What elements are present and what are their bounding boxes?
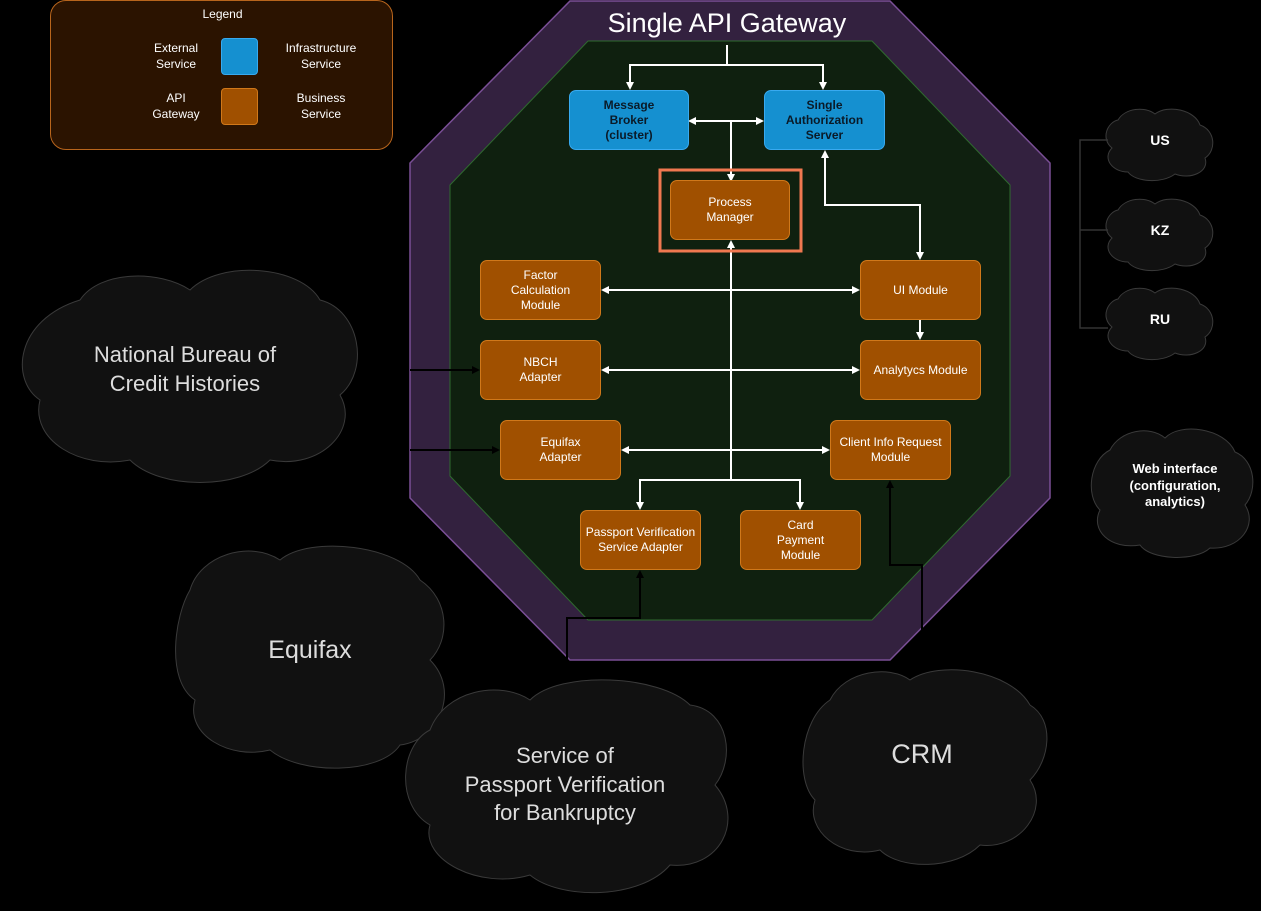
- external-connectors: [410, 366, 923, 660]
- regions-bracket: [1079, 139, 1108, 329]
- nbch-adapter-box[interactable]: NBCH Adapter: [480, 340, 601, 400]
- cloud-crm: [802, 669, 1048, 865]
- client-info-request-box[interactable]: Client Info Request Module: [830, 420, 951, 480]
- cloud-nbch: [21, 269, 358, 483]
- cloud-passport: [405, 679, 729, 894]
- nbch-label: National Bureau of Credit Histories: [93, 342, 277, 396]
- card-payment-box[interactable]: Card Payment Module: [740, 510, 861, 570]
- cloud-kz: [1105, 198, 1214, 271]
- cloud-us: [1105, 108, 1214, 181]
- legend-business-swatch: [221, 88, 258, 125]
- cloud-web-interface: [1090, 428, 1254, 558]
- crm-label: CRM: [891, 739, 953, 770]
- passport-adapter-box[interactable]: Passport Verification Service Adapter: [580, 510, 701, 570]
- equifax-label: Equifax: [268, 635, 352, 664]
- analytics-module-box[interactable]: Analytycs Module: [860, 340, 981, 400]
- cloud-ru: [1105, 287, 1214, 360]
- legend-api-gateway-label: API Gateway: [152, 91, 200, 121]
- legend: Legend External Service API Gateway Infr…: [50, 0, 393, 150]
- region-us-label: US: [1150, 131, 1170, 148]
- factor-calculation-box[interactable]: Factor Calculation Module: [480, 260, 601, 320]
- legend-external-service-label: External Service: [153, 41, 199, 71]
- web-interface-label: Web interface (configuration, analytics): [1129, 460, 1221, 510]
- gateway-title: Single API Gateway: [607, 8, 847, 39]
- legend-title: Legend: [202, 7, 243, 22]
- connectors: [601, 45, 924, 510]
- region-kz-label: KZ: [1150, 221, 1170, 238]
- legend-infrastructure-label: Infrastructure Service: [285, 41, 357, 71]
- passport-service-label: Service of Passport Verification for Ban…: [464, 743, 666, 826]
- equifax-adapter-box[interactable]: Equifax Adapter: [500, 420, 621, 480]
- message-broker-box[interactable]: Message Broker (cluster): [569, 90, 689, 150]
- legend-infrastructure-swatch: [221, 38, 258, 75]
- process-manager-highlight: [658, 168, 803, 253]
- process-manager-box[interactable]: Process Manager: [670, 180, 790, 240]
- auth-server-box[interactable]: Single Authorization Server: [764, 90, 885, 150]
- ui-module-box[interactable]: UI Module: [860, 260, 981, 320]
- region-ru-label: RU: [1149, 310, 1171, 327]
- legend-business-label: Business Service: [296, 91, 346, 121]
